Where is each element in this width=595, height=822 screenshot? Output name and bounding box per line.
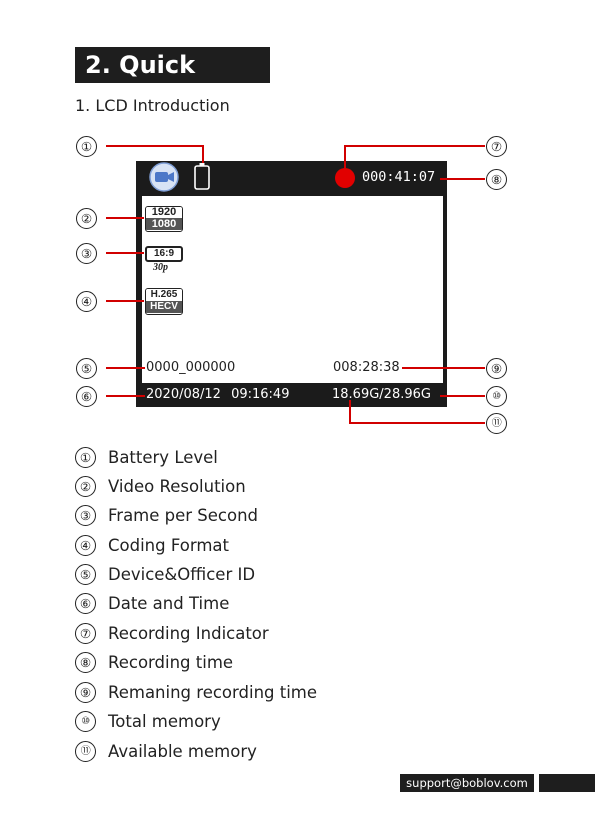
callout-9: ⑨ <box>486 358 507 379</box>
callout-line-7 <box>344 145 485 168</box>
legend-label: Date and Time <box>108 594 230 613</box>
battery-icon <box>194 163 210 190</box>
video-camera-icon <box>149 162 179 192</box>
legend-label: Frame per Second <box>108 506 259 525</box>
codec-top: H.265 <box>146 289 182 301</box>
legend-number: ⑥ <box>75 593 96 614</box>
callout-5: ⑤ <box>76 358 97 379</box>
legend-label: Coding Format <box>108 536 229 555</box>
fps-label: 30p <box>153 262 168 273</box>
codec-bottom: HECV <box>146 301 182 313</box>
legend-number: ② <box>75 476 96 497</box>
legend-label: Remaning recording time <box>108 683 318 702</box>
legend-label: Recording time <box>108 653 234 672</box>
legend-label: Battery Level <box>108 448 218 467</box>
legend-label: Video Resolution <box>108 477 246 496</box>
memory-readout: 18.69G/28.96G <box>332 387 431 402</box>
callout-6: ⑥ <box>76 386 97 407</box>
callout-1: ① <box>76 136 97 157</box>
legend-number: ⑦ <box>75 623 96 644</box>
legend-number: ④ <box>75 535 96 556</box>
legend-number: ⑤ <box>75 564 96 585</box>
page-title: 2. Quick Start <box>75 47 270 115</box>
callout-11: ⑪ <box>486 413 507 434</box>
callout-4: ④ <box>76 291 97 312</box>
callout-2: ② <box>76 208 97 229</box>
legend-label: Total memory <box>108 712 221 731</box>
support-email: support@boblov.com <box>400 774 534 792</box>
legend-label: Recording Indicator <box>108 624 269 643</box>
legend-number: ⑨ <box>75 682 96 703</box>
device-id: 0000_000000 <box>146 360 236 375</box>
resolution-top: 1920 <box>146 207 182 218</box>
legend-number: ⑩ <box>75 711 96 732</box>
callout-line-11 <box>349 400 485 424</box>
recording-time: 000:41:07 <box>362 169 436 185</box>
section-subtitle: 1. LCD Introduction <box>75 96 230 115</box>
callout-7: ⑦ <box>486 136 507 157</box>
time-value: 09:16:49 <box>231 387 290 402</box>
recording-dot-icon <box>335 168 355 188</box>
resolution-badge: 1920 1080 <box>145 206 183 232</box>
remaining-time: 008:28:38 <box>333 360 400 375</box>
legend-label: Available memory <box>108 742 257 761</box>
footer-page-block <box>539 774 595 792</box>
legend-number: ⑧ <box>75 652 96 673</box>
codec-badge: H.265 HECV <box>145 288 183 315</box>
resolution-bottom: 1080 <box>146 218 182 230</box>
callout-3: ③ <box>76 243 97 264</box>
legend-number: ⑪ <box>75 741 96 762</box>
legend-number: ① <box>75 447 96 468</box>
lcd-display-area <box>142 196 443 383</box>
legend-number: ③ <box>75 505 96 526</box>
callout-10: ⑩ <box>486 386 507 407</box>
callout-line-1 <box>106 145 204 163</box>
aspect-ratio-badge: 16:9 <box>145 246 183 262</box>
callout-8: ⑧ <box>486 169 507 190</box>
legend-label: Device&Officer ID <box>108 565 256 584</box>
date-time: 2020/08/12 09:16:49 <box>146 387 289 402</box>
date-value: 2020/08/12 <box>146 387 221 402</box>
